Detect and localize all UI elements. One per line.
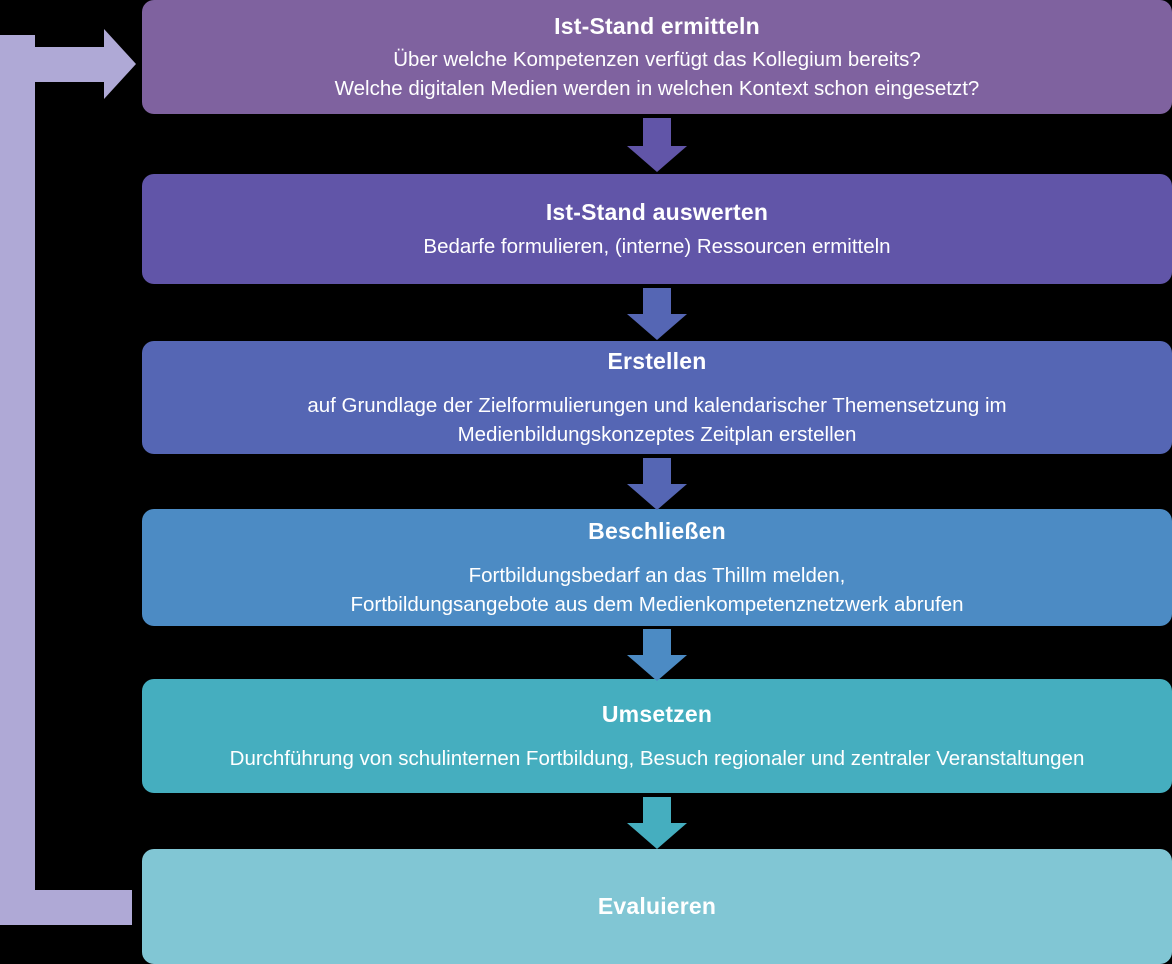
step-description-line: auf Grundlage der Zielformulierungen und… [307, 393, 1007, 417]
feedback-loop-bottom-segment [0, 890, 132, 925]
flow-arrow-head-icon [627, 314, 687, 340]
step-description: Durchführung von schulinternen Fortbildu… [230, 744, 1085, 773]
step-description: auf Grundlage der Zielformulierungen und… [307, 391, 1006, 449]
flow-arrow-connector-5 [627, 797, 687, 849]
step-description-line: Welche digitalen Medien werden in welche… [334, 77, 980, 101]
feedback-loop-top-segment [0, 47, 104, 82]
step-description-line: Medienbildungskonzeptes Zeitplan erstell… [457, 422, 857, 446]
step-description: Bedarfe formulieren, (interne) Ressource… [423, 232, 890, 261]
flow-arrow-head-icon [627, 146, 687, 172]
feedback-loop-vertical-segment [0, 35, 35, 925]
flow-arrow-shaft [643, 458, 671, 484]
flow-arrow-head-icon [627, 655, 687, 681]
step-box-erstellen[interactable]: Erstellen auf Grundlage der Zielformulier… [142, 341, 1172, 454]
flow-arrow-shaft [643, 629, 671, 655]
step-description-line: Fortbildungsbedarf an das Thillm melden, [468, 563, 846, 587]
step-description: Fortbildungsbedarf an das Thillm melden,… [350, 561, 963, 619]
feedback-loop-arrowhead-icon [104, 29, 136, 99]
step-description-line: Fortbildungsangebote aus dem Medienkompe… [350, 592, 964, 616]
flow-arrow-connector-4 [627, 629, 687, 681]
step-description-line: Durchführung von schulinternen Fortbildu… [229, 746, 1085, 770]
flow-arrow-connector-2 [627, 288, 687, 340]
step-box-evaluieren[interactable]: Evaluieren [142, 849, 1172, 964]
step-description-line: Bedarfe formulieren, (interne) Ressource… [423, 234, 891, 258]
flow-arrow-connector-3 [627, 458, 687, 510]
step-description-line: Über welche Kompetenzen verfügt das Koll… [393, 48, 921, 72]
step-title: Umsetzen [601, 701, 713, 728]
step-title: Ist-Stand auswerten [545, 199, 769, 226]
flow-arrow-connector-1 [627, 118, 687, 172]
flow-arrow-shaft [643, 797, 671, 823]
step-title: Evaluieren [597, 893, 717, 920]
flow-arrow-shaft [643, 118, 671, 146]
step-description: Über welche Kompetenzen verfügt das Koll… [335, 45, 980, 103]
flow-arrow-head-icon [627, 484, 687, 510]
flow-arrow-head-icon [627, 823, 687, 849]
step-title: Erstellen [607, 348, 707, 375]
flow-arrow-shaft [643, 288, 671, 314]
step-title: Ist-Stand ermitteln [554, 12, 760, 39]
step-title: Beschließen [588, 518, 726, 545]
